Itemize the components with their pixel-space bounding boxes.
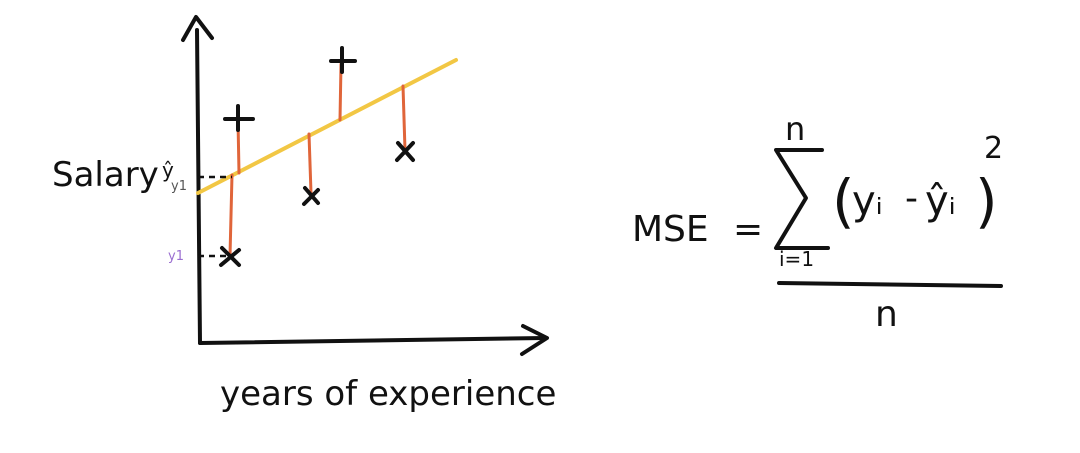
sum-lower-limit: i=1	[779, 247, 814, 271]
x-axis	[198, 336, 547, 345]
formula-y-i: yᵢ	[852, 178, 883, 224]
data-point-x-1	[219, 246, 241, 267]
fraction-bar	[777, 281, 1003, 288]
y-tick-label: y1	[168, 249, 184, 264]
y-axis-label: Salary	[52, 155, 159, 195]
formula-y-hat-i: ŷᵢ	[925, 178, 956, 224]
formula-denominator: n	[875, 294, 898, 335]
data-point-x-2	[302, 186, 320, 206]
residual-line-1	[228, 173, 234, 258]
y-axis	[195, 28, 202, 345]
mse-formula: MSE = n i=1 ( yᵢ - ŷᵢ ) 2 n	[632, 110, 1003, 335]
summation-symbol	[774, 148, 830, 250]
data-point-x-3	[395, 141, 415, 162]
formula-open-paren: (	[832, 167, 855, 235]
sum-upper-limit: n	[785, 110, 805, 148]
y-axis-arrowhead	[181, 15, 214, 42]
x-axis-label: years of experience	[220, 374, 556, 414]
regression-line	[196, 58, 458, 195]
residual-line-5	[401, 84, 407, 152]
data-point-plus-2	[329, 46, 357, 74]
formula-equals: =	[733, 209, 763, 250]
y-hat-marker: ŷ	[162, 158, 174, 182]
formula-close-paren: )	[975, 167, 998, 235]
formula-lhs: MSE	[632, 209, 709, 250]
residual-line-3	[307, 132, 313, 195]
y-hat-tick-label: y1	[171, 179, 187, 194]
formula-minus: -	[905, 178, 918, 219]
x-axis-arrowhead	[520, 324, 549, 356]
data-point-plus-1	[223, 104, 255, 132]
formula-exponent: 2	[984, 131, 1003, 166]
